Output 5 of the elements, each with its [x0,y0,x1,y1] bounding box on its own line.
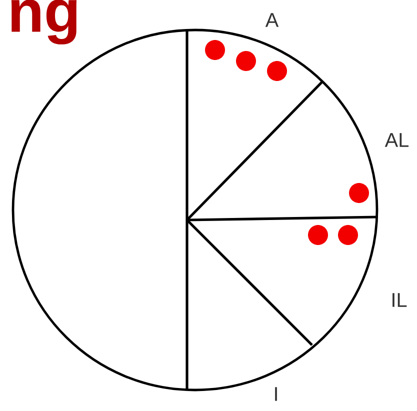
title-fragment: ng [11,0,77,44]
region-label: A [265,13,279,27]
region-label: I [275,387,277,401]
region-label: IL [392,293,407,307]
region-label: AL [384,133,409,147]
